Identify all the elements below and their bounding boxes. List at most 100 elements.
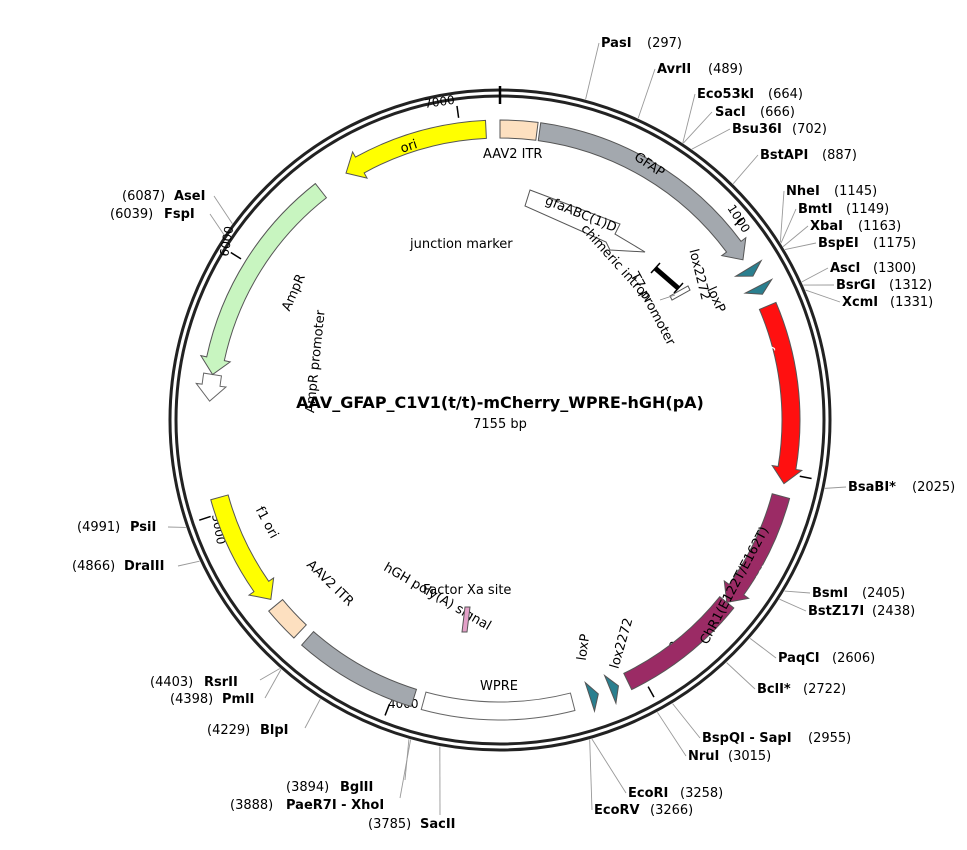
enzyme-label: BsmI (2405) [812, 586, 905, 601]
feature-chr1 [623, 596, 735, 691]
enzyme-pos: (664) [768, 87, 803, 102]
enzyme-label: NheI (1145) [786, 184, 877, 199]
feature-hgh-polya [300, 630, 418, 708]
feature-loxp-left [743, 278, 774, 295]
enzyme-name: RsrII [204, 675, 238, 690]
enzyme-name: BmtI [798, 202, 833, 217]
enzyme-pos: (4403) [150, 675, 193, 690]
enzyme-leader [824, 486, 847, 489]
enzyme-pos: (4991) [77, 520, 120, 535]
tick-mark [734, 216, 745, 226]
enzyme-label: BstZ17I (2438) [808, 604, 915, 619]
enzyme-pos: (3785) [368, 817, 411, 832]
label-loxp-right: loxP [575, 633, 594, 662]
enzyme-leader [585, 42, 600, 100]
enzyme-leader [801, 267, 829, 283]
enzyme-pos: (887) [822, 148, 857, 163]
enzyme-leader [784, 590, 811, 594]
enzyme-name: PasI [601, 36, 632, 51]
enzyme-name: BglII [340, 780, 373, 795]
enzyme-leader [682, 111, 713, 144]
enzyme-pos: (3894) [286, 780, 329, 795]
label-ampr: AmpR [279, 272, 309, 314]
tick-mark [384, 703, 391, 716]
enzyme-name: BlpI [260, 723, 289, 738]
enzyme-label: BstAPI (887) [760, 148, 857, 163]
enzyme-pos: (1312) [889, 278, 932, 293]
enzyme-name: DraIII [124, 559, 165, 574]
enzyme-leader [209, 213, 225, 236]
enzyme-leader [264, 669, 282, 699]
enzyme-leader [779, 598, 807, 612]
enzyme-pos: (4398) [170, 692, 213, 707]
enzyme-pos: (297) [647, 36, 682, 51]
enzyme-leader [691, 128, 731, 150]
junction-marker-cap2 [673, 282, 684, 294]
enzyme-labels: PasI (297) AvrII (489) Eco53kI (664) Sac… [72, 36, 955, 832]
enzyme-name: PsiI [130, 520, 156, 535]
enzyme-leader [304, 698, 321, 729]
feature-ori [345, 119, 487, 179]
label-aav2-itr-right: AAV2 ITR [303, 557, 356, 609]
enzyme-leader [782, 225, 809, 247]
label-lox2272-right: lox2272 [608, 616, 637, 670]
enzyme-name: PaeR7I - XhoI [286, 798, 384, 813]
enzyme-pos: (1145) [834, 184, 877, 199]
enzyme-name: BclI* [757, 682, 791, 697]
feature-gfap [537, 122, 747, 261]
enzyme-pos: (3888) [230, 798, 273, 813]
feature-loxp-right [584, 680, 599, 713]
enzyme-leader [784, 242, 817, 251]
enzyme-name: SacI [715, 105, 746, 120]
enzyme-label: BspEI (1175) [818, 236, 916, 251]
feature-lox2272-right [603, 673, 620, 706]
enzyme-label: (6087) AseI [122, 189, 205, 204]
enzyme-label: (6039) FspI [110, 207, 195, 222]
enzyme-pos: (2025) [912, 480, 955, 495]
label-junction-marker: junction marker [409, 237, 513, 252]
enzyme-label: AscI (1300) [830, 261, 916, 276]
enzyme-pos: (3015) [728, 749, 771, 764]
enzyme-pos: (3266) [650, 803, 693, 818]
enzyme-label: EcoRI (3258) [628, 786, 723, 801]
tick-label: 7000 [423, 93, 455, 111]
enzyme-pos: (6039) [110, 207, 153, 222]
enzyme-name: BsrGI [836, 278, 876, 293]
feature-f1-ori [210, 494, 275, 600]
enzyme-leader [404, 739, 410, 781]
feature-wpre [420, 691, 576, 721]
feature-mcherry [758, 301, 804, 485]
feature-vchr1 [723, 493, 791, 603]
enzyme-leader [259, 668, 281, 681]
enzyme-pos: (4229) [207, 723, 250, 738]
feature-lox2272-left [733, 259, 763, 277]
enzyme-name: PaqCI [778, 651, 820, 666]
feature-ampr-promoter [195, 372, 228, 402]
enzyme-label: Bsu36I (702) [732, 122, 827, 137]
enzyme-pos: (2405) [862, 586, 905, 601]
enzyme-label: EcoRV (3266) [594, 803, 693, 818]
feature-arrows [195, 119, 804, 721]
enzyme-pos: (6087) [122, 189, 165, 204]
enzyme-leader [780, 208, 797, 244]
label-ori: ori [399, 137, 420, 156]
enzyme-leader [657, 712, 687, 757]
junction-marker-shape [653, 266, 680, 290]
enzyme-leader [637, 68, 656, 119]
enzyme-name: XbaI [810, 219, 843, 234]
enzyme-label: (4398) PmlI [170, 692, 254, 707]
enzyme-leader-lines [167, 42, 847, 816]
label-f1-ori: f1 ori [252, 504, 281, 541]
label-loxp-left: loxP [703, 285, 728, 316]
enzyme-label: (4229) BlpI [207, 723, 289, 738]
enzyme-label: NruI (3015) [688, 749, 771, 764]
enzyme-leader [732, 154, 759, 185]
factor-xa-shape [461, 606, 471, 633]
t7-promoter-shape [669, 285, 691, 301]
enzyme-pos: (4866) [72, 559, 115, 574]
enzyme-pos: (1149) [846, 202, 889, 217]
label-factor-xa: Factor Xa site [423, 583, 511, 598]
enzyme-label: PaqCI (2606) [778, 651, 875, 666]
enzyme-name: BsmI [812, 586, 848, 601]
